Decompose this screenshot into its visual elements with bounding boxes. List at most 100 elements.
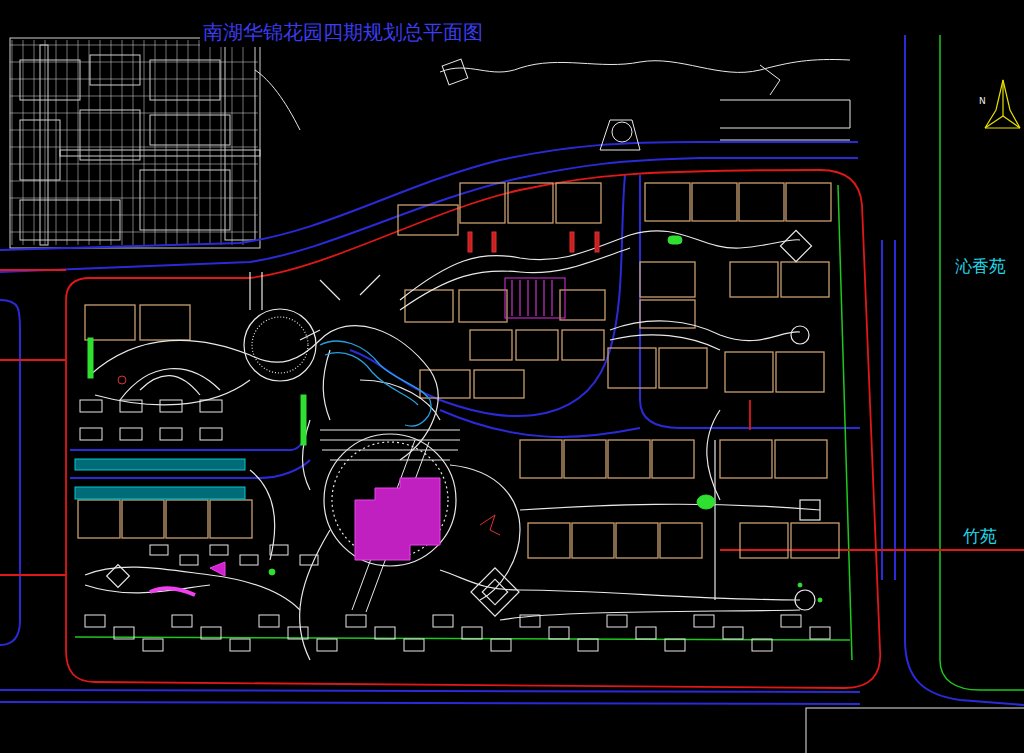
road-edge [894,240,896,580]
house [578,639,598,651]
city-line [177,40,178,245]
road-edge [0,690,860,692]
red-accents [118,232,599,535]
building [775,440,827,478]
green-accents [88,236,822,602]
house [85,615,105,627]
plazas [107,230,820,616]
city-line [221,40,222,245]
building [122,500,164,538]
road-edge [0,702,860,704]
building [740,523,788,558]
building [528,523,570,558]
city-line [67,40,68,245]
city-line [10,181,258,182]
road-edge [0,142,858,250]
building [210,500,252,538]
house [230,639,250,651]
building [508,183,553,223]
city-line [10,164,258,165]
building [398,205,458,235]
north-arrow [985,80,1020,128]
house [172,615,192,627]
building [720,440,772,478]
house [491,639,511,651]
building [776,352,824,392]
green-lines [75,35,1024,690]
road-edge [0,300,20,645]
building [562,330,604,360]
building [616,523,658,558]
road-edge [0,158,858,272]
house [200,428,222,440]
building [608,348,656,388]
landscape-paths [85,231,820,660]
city-line [144,40,145,245]
road-edge [350,175,625,416]
house [240,555,258,565]
house [346,615,366,627]
city-line [100,40,101,245]
house [143,639,163,651]
house [752,639,772,651]
plan-title: 南湖华锦花园四期规划总平面图 [200,18,486,47]
neighbour-name: 竹苑 [960,524,1000,549]
magenta-features [150,278,565,595]
house [160,428,182,440]
building [659,348,707,388]
city-line [10,130,258,131]
building [730,262,778,297]
building [640,262,695,297]
house [288,627,308,639]
hatch-strip [320,430,460,612]
house [201,627,221,639]
building [739,183,784,221]
building [572,523,614,558]
city-line [10,113,258,114]
north-letter: N [976,95,989,107]
building [660,523,702,558]
city-line [122,40,123,245]
building [516,330,558,360]
city-block [10,38,260,248]
building [645,183,690,221]
city-line [210,40,211,245]
house [317,639,337,651]
city-line [10,198,258,199]
house [781,615,801,627]
city-line [10,96,258,97]
building [140,305,190,340]
house [549,627,569,639]
building [85,305,135,340]
road-edge [440,410,640,437]
city-line [10,79,258,80]
house [665,639,685,651]
road-edge [70,460,310,478]
building [791,523,839,558]
house [150,545,168,555]
building [405,290,453,322]
water-feature [320,341,431,426]
house [404,639,424,651]
city-block [225,40,255,240]
house [375,627,395,639]
city-line [199,40,200,245]
house [114,627,134,639]
house [180,555,198,565]
city-line [10,147,258,148]
city-line [56,40,57,245]
roads [0,35,1024,705]
city-line [188,40,189,245]
city-line [10,215,258,216]
neighbour-name: 沁香苑 [952,254,1009,279]
city-block [140,170,230,230]
building [460,183,505,223]
site-boundary [0,170,1024,688]
building [470,330,512,360]
house [462,627,482,639]
buildings [78,183,839,558]
city-line [243,40,244,245]
house [723,627,743,639]
building [474,370,524,398]
